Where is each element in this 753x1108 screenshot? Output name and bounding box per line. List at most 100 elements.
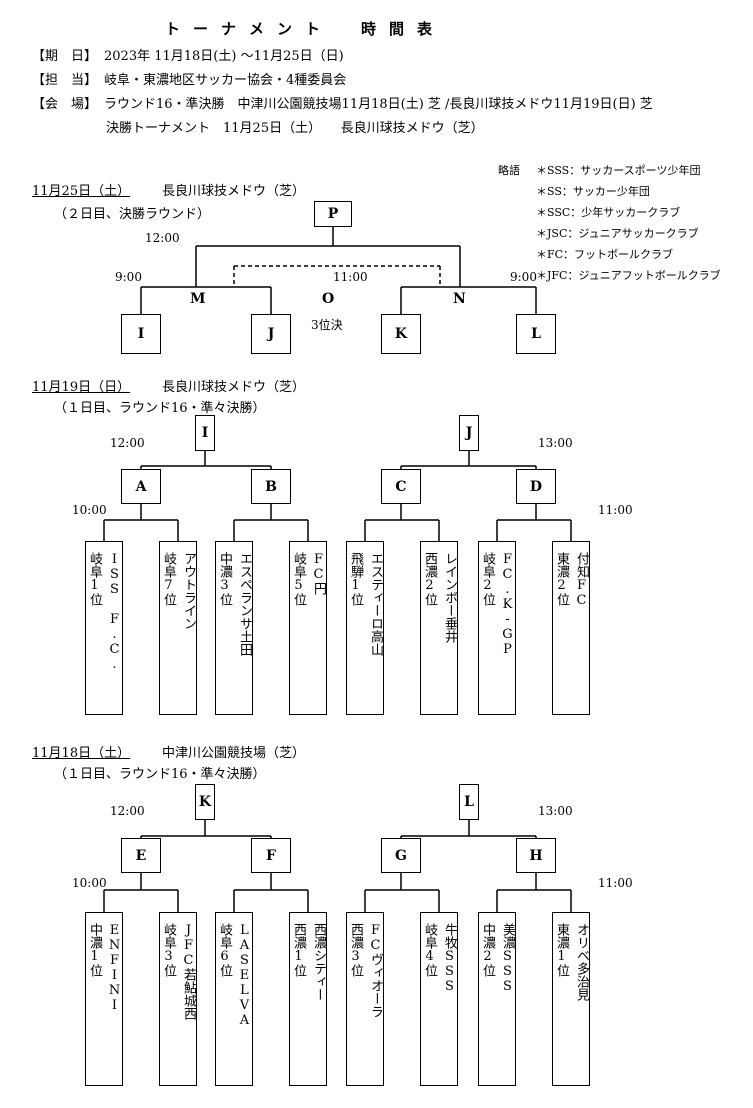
node-I: I — [195, 415, 215, 451]
period-label: 【期 日】 — [32, 49, 98, 64]
team-card: 西濃シティー 西濃1位 — [289, 912, 327, 1086]
team-rank: 中濃2位 — [480, 923, 495, 977]
node-H: H — [516, 838, 556, 873]
legend-item: ＊FC：フットボールクラブ — [536, 248, 674, 261]
day1a-venue: 中津川公園競技場（芝） — [162, 746, 306, 761]
time-label: 12:00 — [110, 804, 145, 818]
node-P: P — [314, 201, 352, 227]
time-right: 9:00 — [510, 270, 537, 284]
team-card: エスペランサ土田 中濃3位 — [215, 541, 253, 715]
time-third: 11:00 — [333, 270, 368, 284]
node-I: I — [121, 314, 161, 354]
legend-item: ＊SSS：サッカースポーツ少年団 — [536, 164, 701, 177]
time-left: 9:00 — [115, 270, 142, 284]
page-title: トーナメント 時間表 — [165, 20, 446, 38]
team-name: 西濃シティー — [311, 923, 326, 1001]
team-rank: 東濃2位 — [554, 552, 569, 606]
team-rank: 岐阜7位 — [161, 552, 176, 606]
time-label: 10:00 — [72, 503, 107, 517]
team-rank: 岐阜5位 — [291, 552, 306, 606]
team-name: 美濃SSS — [500, 923, 515, 994]
team-card: 牛牧SSS 岐阜4位 — [420, 912, 458, 1086]
team-rank: 岐阜4位 — [422, 923, 437, 977]
node-A: A — [121, 469, 161, 504]
team-name: アウトライン — [181, 552, 196, 630]
third-place-label: 3位決 — [311, 318, 343, 332]
team-name: FC.K-GP — [500, 552, 515, 657]
legend-item: ＊SS：サッカー少年団 — [536, 185, 650, 198]
team-card: FCヴィオーラ 西濃3位 — [346, 912, 384, 1086]
legend-item: ＊JSC：ジュニアサッカークラブ — [536, 227, 699, 240]
team-card: FC.K-GP 岐阜2位 — [478, 541, 516, 715]
team-name: 牛牧SSS — [442, 923, 457, 994]
day1b-venue: 長良川球技メドウ（芝） — [162, 380, 306, 395]
day1a-sub: （１日目、ラウンド16・準々決勝） — [54, 767, 266, 782]
team-name: FC円 — [311, 552, 326, 595]
team-rank: 中濃3位 — [217, 552, 232, 606]
day1b-sub: （１日目、ラウンド16・準々決勝） — [54, 401, 266, 416]
node-E: E — [121, 838, 161, 873]
team-card: アウトライン 岐阜7位 — [159, 541, 197, 715]
time-label: 12:00 — [110, 436, 145, 450]
team-rank: 岐阜6位 — [217, 923, 232, 977]
team-rank: 西濃2位 — [422, 552, 437, 606]
team-card: オリベ多治見 東濃1位 — [552, 912, 590, 1086]
node-L: L — [459, 784, 479, 820]
node-L: L — [516, 314, 556, 354]
node-G: G — [381, 838, 421, 873]
team-rank: 東濃1位 — [554, 923, 569, 977]
team-name: オリベ多治見 — [574, 923, 589, 1001]
team-rank: 岐阜1位 — [87, 552, 102, 606]
time-label: 13:00 — [538, 436, 573, 450]
team-rank: 飛騨1位 — [348, 552, 363, 606]
team-card: 美濃SSS 中濃2位 — [478, 912, 516, 1086]
team-name: エスペランサ土田 — [237, 552, 252, 656]
team-rank: 西濃1位 — [291, 923, 306, 977]
team-rank: 西濃3位 — [348, 923, 363, 977]
time-label: 11:00 — [598, 503, 633, 517]
team-name: FCヴィオーラ — [368, 923, 383, 1018]
team-card: エスティーロ高山 飛騨1位 — [346, 541, 384, 715]
team-rank: 岐阜3位 — [161, 923, 176, 977]
team-rank: 岐阜2位 — [480, 552, 495, 606]
team-name: 付知FC — [574, 552, 589, 608]
final-sub: （２日目、決勝ラウンド） — [54, 207, 211, 222]
node-M: M — [190, 291, 206, 307]
legend-title: 略語 — [498, 164, 520, 177]
final-date: 11月25日（土） — [32, 184, 131, 199]
team-card: ISS F.C. 岐阜1位 — [85, 541, 123, 715]
team-card: ENFINI 中濃1位 — [85, 912, 123, 1086]
team-card: LASELVA 岐阜6位 — [215, 912, 253, 1086]
team-card: 付知FC 東濃2位 — [552, 541, 590, 715]
team-name: ENFINI — [107, 923, 122, 1013]
staff-label: 【担 当】 — [32, 73, 98, 88]
team-card: レインボー垂井 西濃2位 — [420, 541, 458, 715]
venue-value: ラウンド16・準決勝 中津川公園競技場11月18日(土) 芝 /長良川球技メドウ… — [104, 97, 653, 112]
node-O: O — [322, 291, 335, 307]
node-C: C — [381, 469, 421, 504]
node-D: D — [516, 469, 556, 504]
team-rank: 中濃1位 — [87, 923, 102, 977]
team-name: ISS F.C. — [107, 552, 122, 672]
team-name: レインボー垂井 — [442, 552, 457, 643]
staff-value: 岐阜・東濃地区サッカー協会・4種委員会 — [104, 73, 347, 88]
node-F: F — [251, 838, 291, 873]
venue-label: 【会 場】 — [32, 97, 98, 112]
final-venue: 長良川球技メドウ（芝） — [162, 184, 306, 199]
period-value: 2023年 11月18日(土) ～11月25日（日) — [104, 49, 344, 64]
team-name: LASELVA — [237, 923, 252, 1028]
day1b-date: 11月19日（日） — [32, 380, 131, 395]
node-N: N — [453, 291, 466, 307]
node-J: J — [459, 415, 479, 451]
time-final: 12:00 — [145, 231, 180, 245]
node-K: K — [381, 314, 421, 354]
time-label: 10:00 — [72, 876, 107, 890]
time-label: 13:00 — [538, 804, 573, 818]
team-card: JFC若鮎城西 岐阜3位 — [159, 912, 197, 1086]
legend-item: ＊JFC：ジュニアフットボールクラブ — [536, 269, 721, 282]
team-name: JFC若鮎城西 — [181, 923, 196, 1020]
node-K: K — [195, 784, 215, 820]
node-J: J — [251, 314, 291, 354]
team-name: エスティーロ高山 — [368, 552, 383, 656]
